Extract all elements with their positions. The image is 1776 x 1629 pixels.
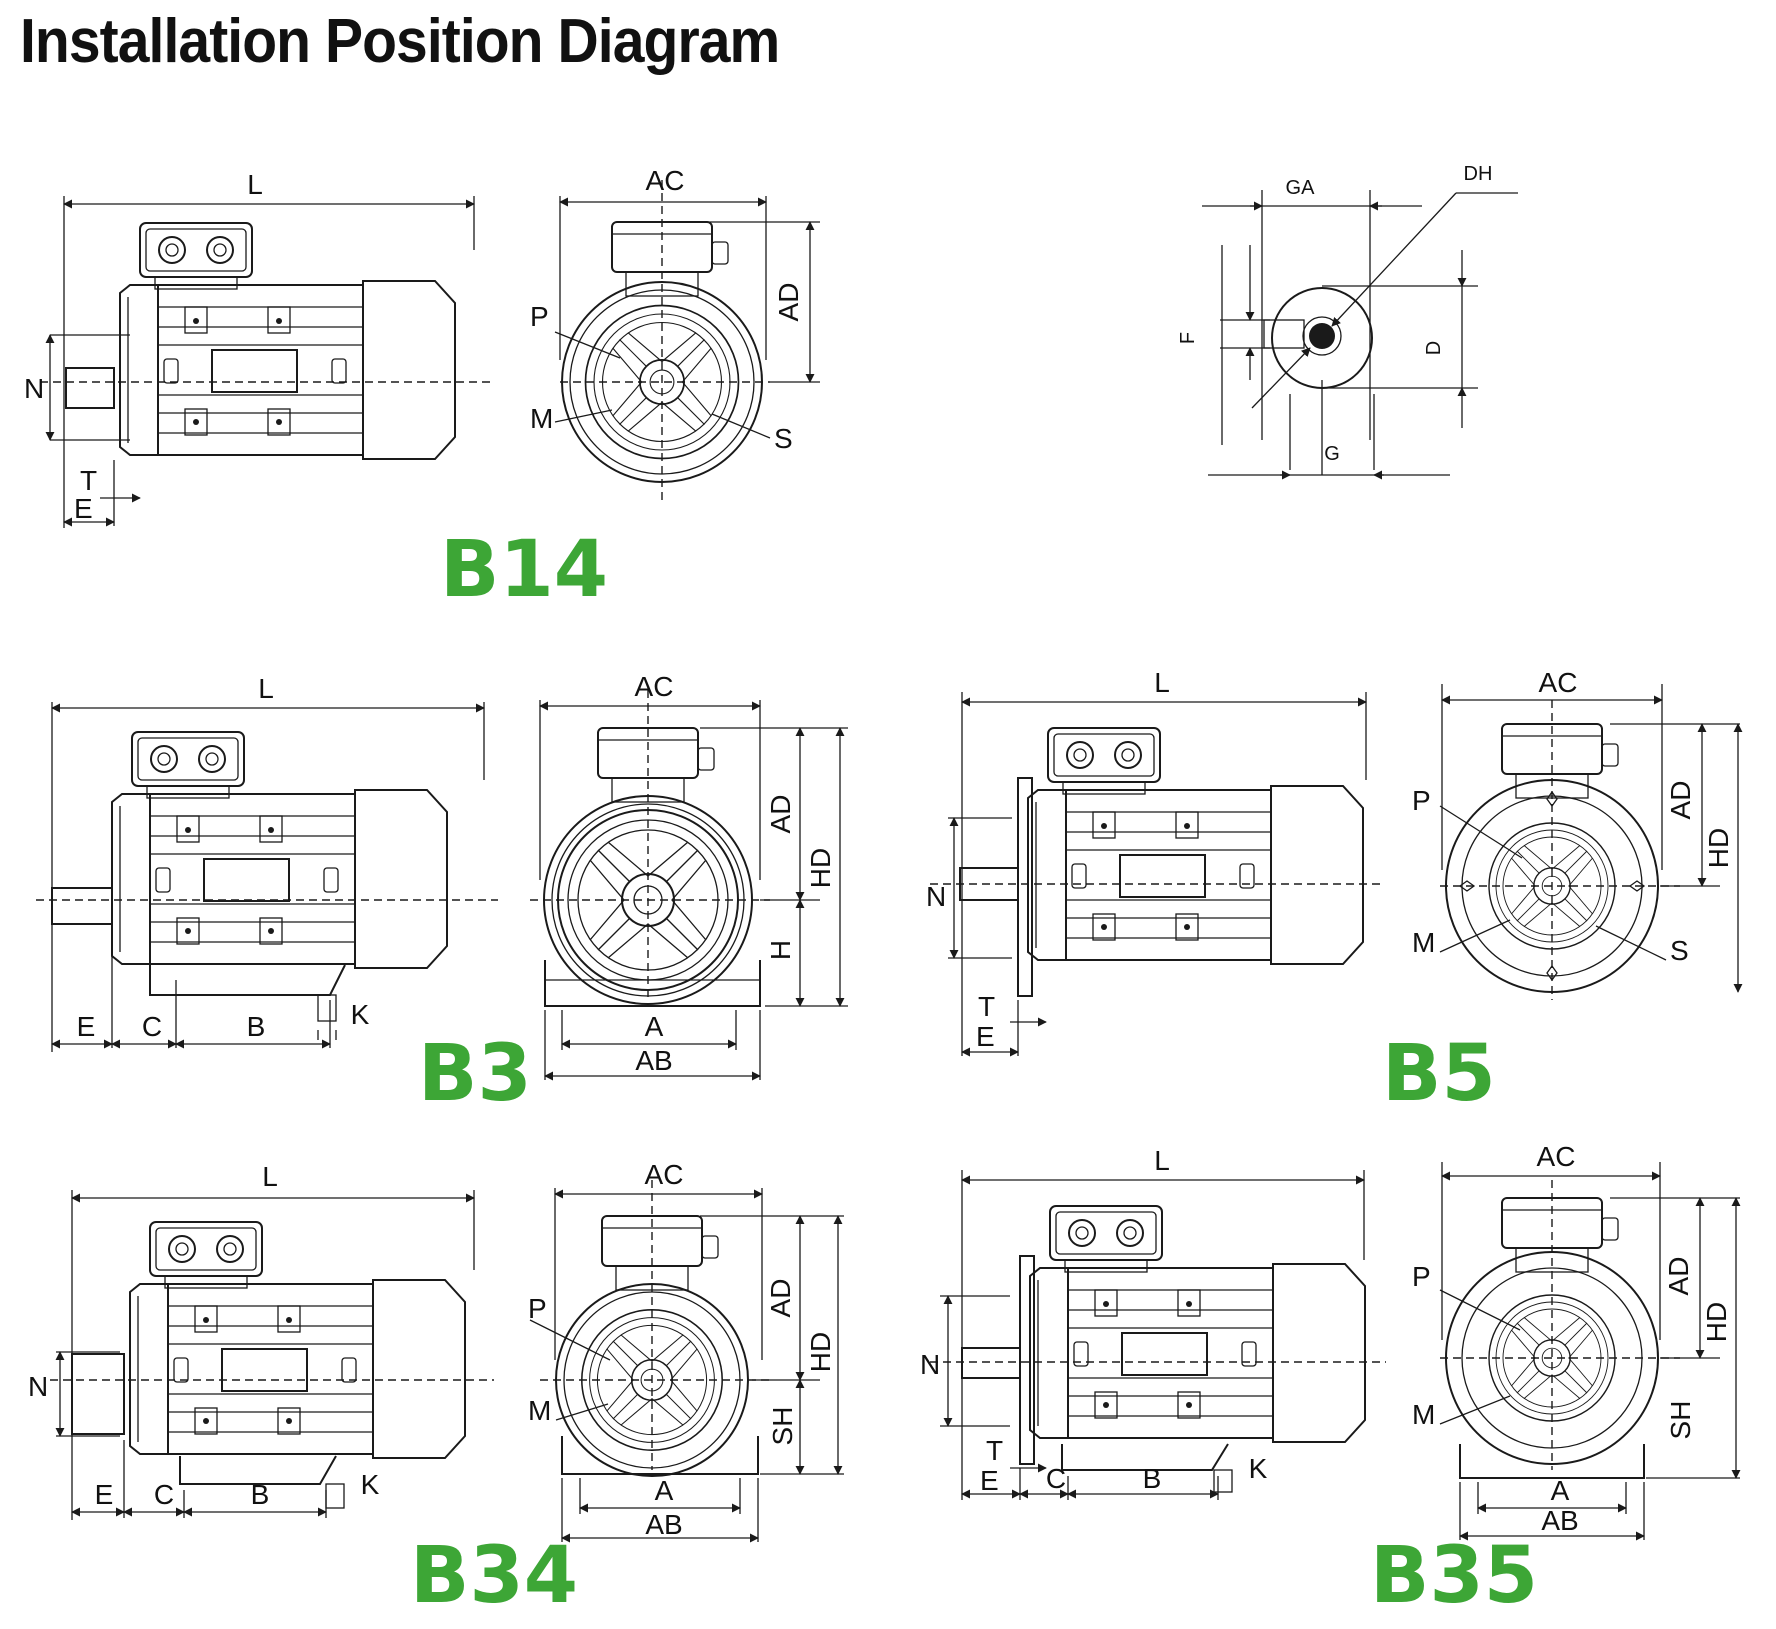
b14-label-e: E [74, 493, 93, 524]
b35-label-ab: AB [1541, 1505, 1578, 1536]
b3-label-a: A [645, 1011, 664, 1042]
shaft-detail [1202, 190, 1518, 480]
b14-label-s: S [774, 423, 793, 454]
b34-label-c: C [154, 1479, 174, 1510]
b34-label-p: P [528, 1293, 547, 1324]
b5-front-view [1439, 684, 1743, 1000]
b35-side-view [930, 1170, 1386, 1500]
b35-label-l: L [1154, 1145, 1170, 1176]
b35-label-b: B [1143, 1463, 1162, 1494]
b34-label-k: K [361, 1469, 380, 1500]
b34-label-n: N [28, 1371, 48, 1402]
code-b34: B34 [410, 1531, 578, 1621]
b35-label-hd: HD [1701, 1302, 1732, 1342]
b3-front-view [530, 690, 848, 1081]
code-b14: B14 [440, 525, 608, 615]
b35-label-c: C [1046, 1463, 1066, 1494]
b34-label-e: E [95, 1479, 114, 1510]
b3-label-h: H [765, 940, 796, 960]
b34-label-b: B [251, 1479, 270, 1510]
b3-label-c: C [142, 1011, 162, 1042]
code-b3: B3 [418, 1029, 532, 1119]
b5-label-p: P [1412, 785, 1431, 816]
b3-label-ac: AC [635, 671, 674, 702]
b5-side-view [930, 692, 1382, 1057]
b34-front-view [529, 1180, 844, 1543]
b14-label-l: L [247, 169, 263, 200]
b34-label-l: L [262, 1161, 278, 1192]
b35-label-p: P [1412, 1261, 1431, 1292]
b5-label-ad: AD [1665, 781, 1696, 820]
b34-label-sh: SH [767, 1407, 798, 1446]
b3-side-view [36, 702, 498, 1052]
b5-label-m: M [1412, 927, 1435, 958]
b34-side-view [50, 1190, 494, 1520]
b14-label-n: N [24, 373, 44, 404]
b14-label-m: M [530, 403, 553, 434]
b35-label-a: A [1551, 1475, 1570, 1506]
b35-label-t: T [986, 1435, 1003, 1466]
b35-front-view [1439, 1162, 1741, 1541]
page-title: Installation Position Diagram [20, 7, 780, 76]
code-b35: B35 [1370, 1531, 1538, 1621]
b14-label-p: P [530, 301, 549, 332]
b5-label-l: L [1154, 667, 1170, 698]
b34-label-ab: AB [645, 1509, 682, 1540]
b5-label-n: N [926, 881, 946, 912]
b34-label-m: M [528, 1395, 551, 1426]
b14-front-view [554, 180, 820, 500]
b35-label-m: M [1412, 1399, 1435, 1430]
b3-label-l: L [258, 673, 274, 704]
b5-label-hd: HD [1703, 828, 1734, 868]
b3-label-ad: AD [765, 795, 796, 834]
b34-label-ac: AC [645, 1159, 684, 1190]
b3-label-b: B [247, 1011, 266, 1042]
b35-label-sh: SH [1665, 1401, 1696, 1440]
detail-label-dh: DH [1464, 163, 1493, 185]
detail-label-f: F [1177, 332, 1199, 344]
b35-label-ad: AD [1663, 1257, 1694, 1296]
b14-side-view [40, 196, 490, 528]
b14-label-t: T [80, 465, 97, 496]
b34-label-hd: HD [805, 1332, 836, 1372]
b5-label-s: S [1670, 935, 1689, 966]
detail-label-ga: GA [1286, 177, 1316, 199]
detail-label-g: G [1324, 443, 1340, 465]
detail-label-d: D [1423, 341, 1445, 355]
b3-label-e: E [77, 1011, 96, 1042]
b5-label-ac: AC [1539, 667, 1578, 698]
b3-label-k: K [351, 999, 370, 1030]
b34-label-ad: AD [765, 1279, 796, 1318]
b3-label-ab: AB [635, 1045, 672, 1076]
code-b5: B5 [1382, 1029, 1496, 1119]
b5-label-t: T [978, 991, 995, 1022]
b14-label-ac: AC [646, 165, 685, 196]
b5-label-e: E [976, 1021, 995, 1052]
b35-label-k: K [1249, 1453, 1268, 1484]
b35-label-e: E [980, 1465, 999, 1496]
b3-label-hd: HD [805, 848, 836, 888]
b35-label-n: N [920, 1349, 940, 1380]
b35-label-ac: AC [1537, 1141, 1576, 1172]
b14-label-ad: AD [773, 283, 804, 322]
b34-label-a: A [655, 1475, 674, 1506]
